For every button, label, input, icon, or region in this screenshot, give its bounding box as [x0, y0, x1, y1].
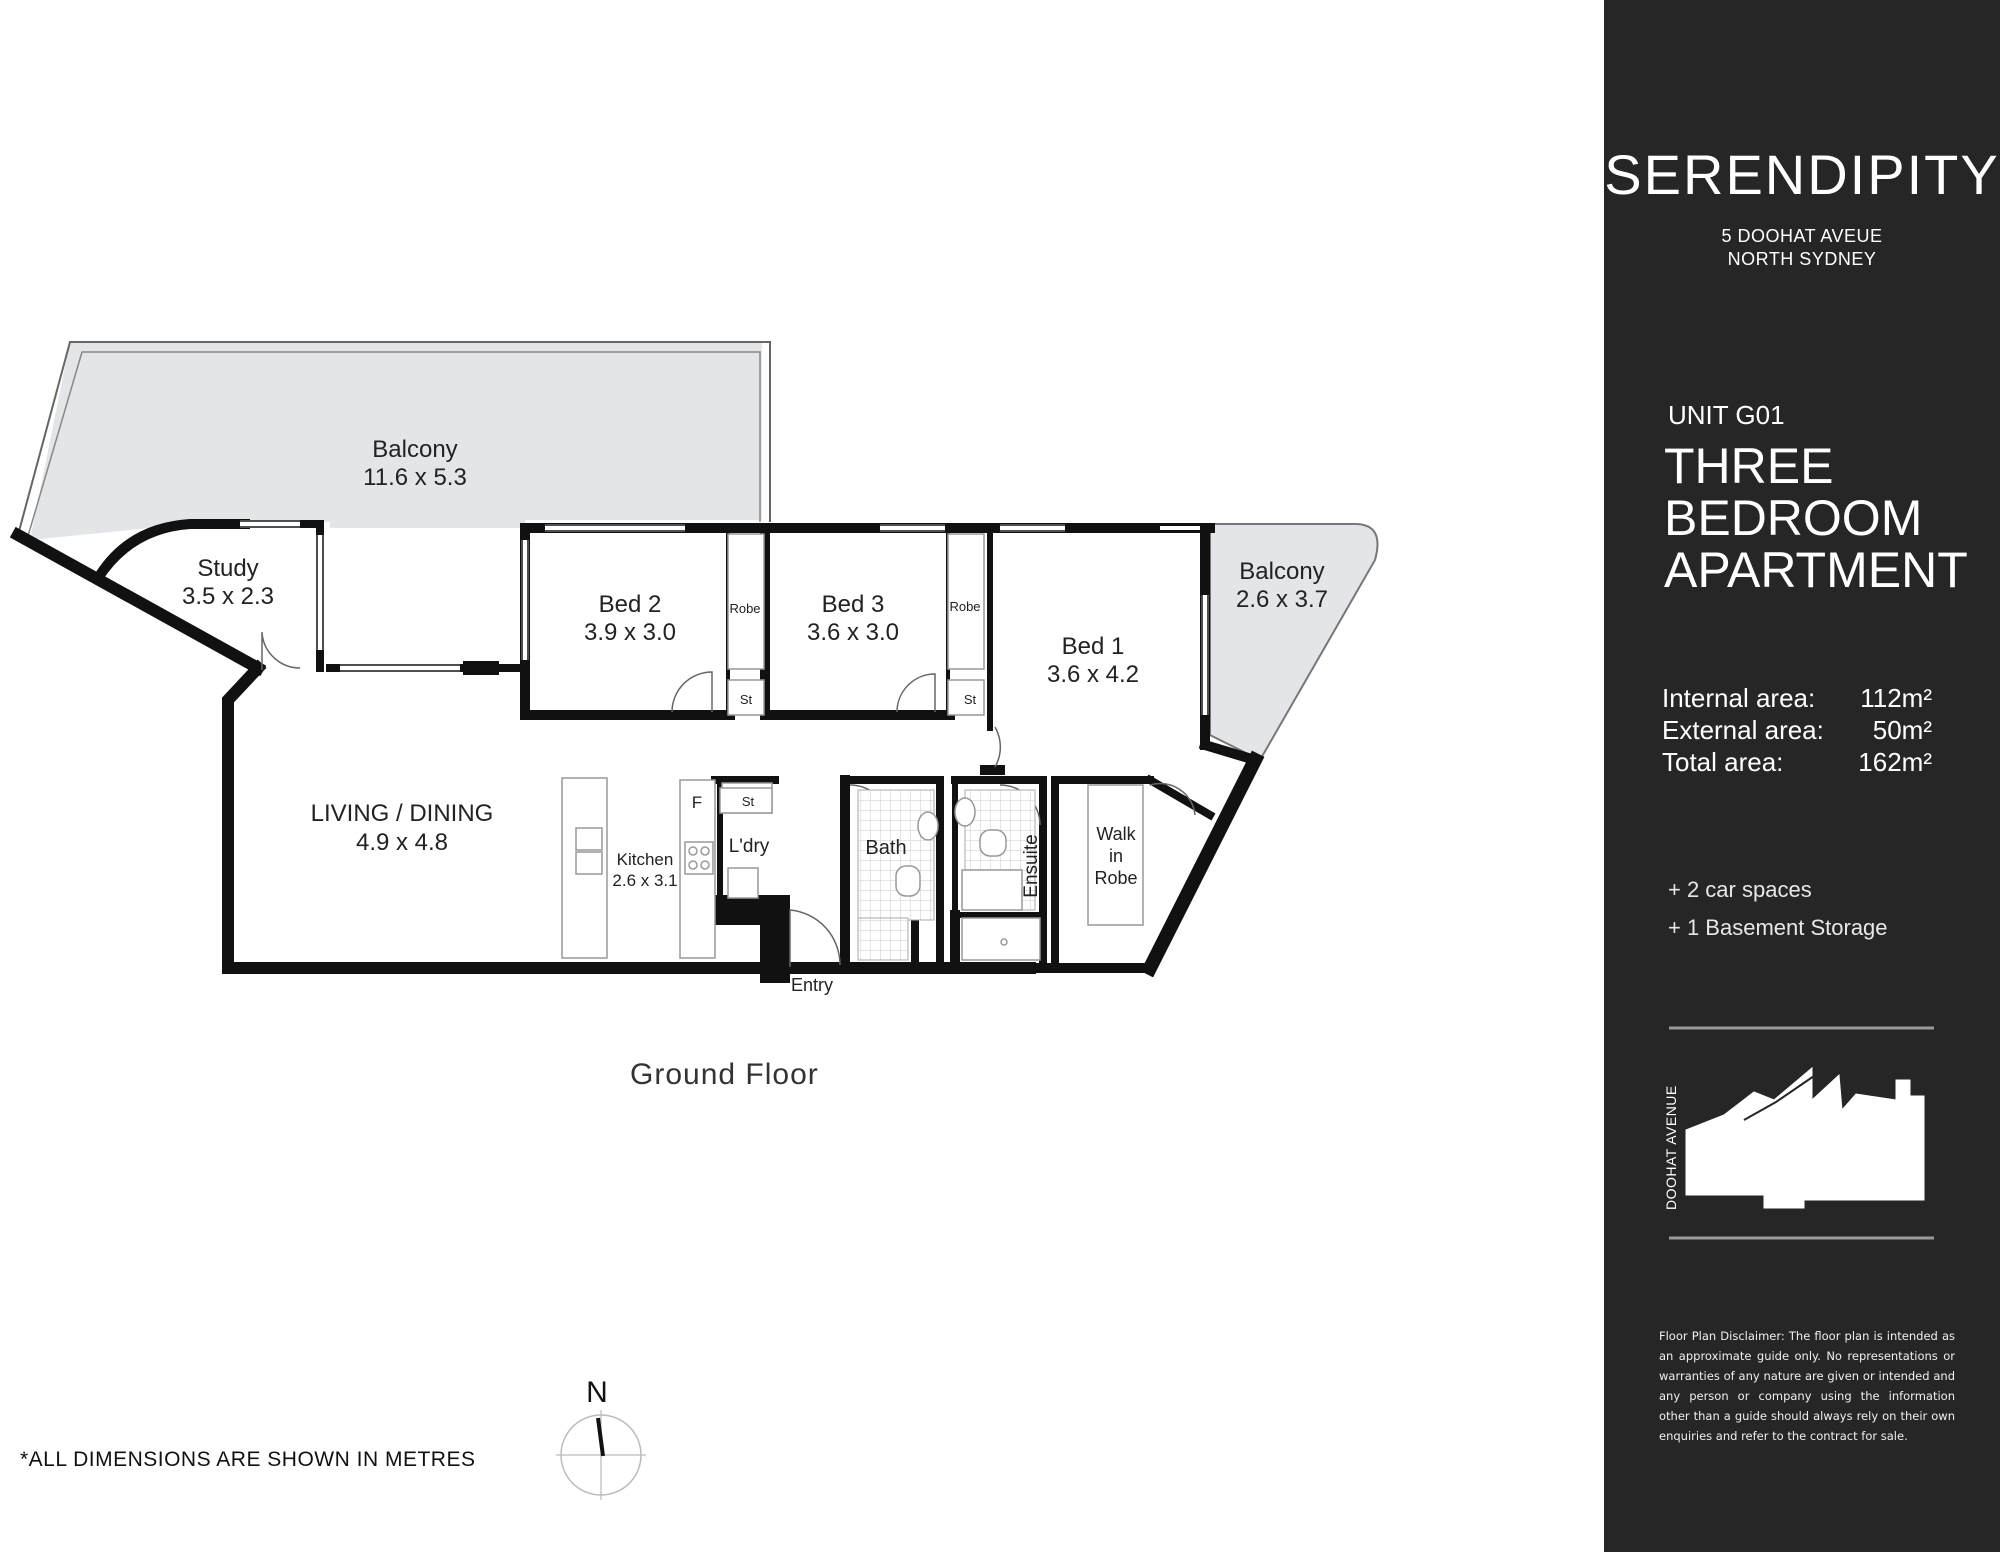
floor-label: Ground Floor — [630, 1058, 819, 1091]
kitchen-name: Kitchen — [617, 850, 674, 869]
balcony-main-area — [30, 342, 762, 668]
area-label: Internal area: — [1662, 683, 1816, 713]
brand-name: SERENDIPITY — [1604, 143, 2000, 206]
robe-a-name: Robe — [729, 601, 760, 616]
balcony-side-name: Balcony — [1239, 558, 1324, 585]
walk-in-robe-line3: Robe — [1094, 868, 1137, 888]
walk-in-robe-line1: Walk — [1096, 824, 1136, 844]
extra-car-spaces: + 2 car spaces — [1668, 877, 1812, 902]
bed1-size: 3.6 x 4.2 — [1047, 661, 1139, 688]
st-c-name: St — [742, 794, 755, 809]
living-name: LIVING / DINING — [311, 800, 494, 827]
entry-name: Entry — [791, 975, 833, 995]
kitchen-size: 2.6 x 3.1 — [612, 871, 677, 890]
bed2-name: Bed 2 — [599, 591, 662, 618]
balcony-main-balustrade — [17, 341, 771, 536]
laundry-name: L'dry — [729, 836, 770, 857]
area-value: 162m² — [1858, 747, 1932, 777]
area-label: External area: — [1662, 715, 1824, 745]
bed2-size: 3.9 x 3.0 — [584, 619, 676, 646]
robe-shelves — [719, 533, 1144, 926]
robe-b-name: Robe — [949, 599, 980, 614]
bed3-name: Bed 3 — [822, 591, 885, 618]
balcony-side-size: 2.6 x 3.7 — [1236, 586, 1328, 613]
site-street-label: DOOHAT AVENUE — [1664, 1085, 1679, 1210]
study-name: Study — [197, 555, 258, 582]
st-b-name: St — [964, 692, 977, 707]
unit-type-line3: APARTMENT — [1664, 542, 1968, 598]
address-line2: NORTH SYDNEY — [1727, 249, 1877, 269]
windows — [240, 522, 1207, 715]
unit-type: THREE BEDROOM APARTMENT — [1664, 440, 1968, 596]
balcony-side-area — [1209, 523, 1379, 762]
bed1-name: Bed 1 — [1062, 633, 1125, 660]
unit-type-line1: THREE — [1664, 438, 1834, 494]
kitchen-bench — [561, 777, 773, 959]
balcony-main-size: 11.6 x 5.3 — [363, 464, 467, 491]
dimensions-note: *ALL DIMENSIONS ARE SHOWN IN METRES — [20, 1448, 476, 1471]
st-a-name: St — [740, 692, 753, 707]
info-panel: SERENDIPITY 5 DOOHAT AVEUE NORTH SYDNEY … — [1604, 0, 2000, 1552]
ensuite-name: Ensuite — [1021, 834, 1042, 897]
disclaimer: Floor Plan Disclaimer: The floor plan is… — [1659, 1329, 1955, 1443]
site-footprint — [1685, 1066, 1925, 1209]
address-line1: 5 DOOHAT AVEUE — [1721, 226, 1883, 246]
unit-type-line2: BEDROOM — [1664, 490, 1923, 546]
balcony-main-name: Balcony — [372, 436, 457, 463]
walk-in-robe-line2: in — [1109, 846, 1123, 866]
compass-north-label: N — [586, 1376, 608, 1409]
floor-plan: Balcony 11.6 x 5.3 Study 3.5 x 2.3 Bed 2… — [9, 341, 1379, 1500]
bed3-size: 3.6 x 3.0 — [807, 619, 899, 646]
living-size: 4.9 x 4.8 — [356, 829, 448, 856]
unit-code: UNIT G01 — [1668, 400, 1785, 430]
area-value: 112m² — [1860, 683, 1932, 713]
bathroom-fixtures — [857, 789, 1041, 961]
fridge-name: F — [692, 793, 702, 812]
walls — [9, 519, 1265, 983]
area-value: 50m² — [1872, 715, 1932, 745]
extra-storage: + 1 Basement Storage — [1668, 915, 1888, 940]
compass: N — [556, 1376, 646, 1500]
study-size: 3.5 x 2.3 — [182, 583, 274, 610]
site-plan: DOOHAT AVENUE — [1664, 1026, 1934, 1240]
bath-name: Bath — [865, 837, 906, 859]
area-label: Total area: — [1662, 747, 1784, 777]
